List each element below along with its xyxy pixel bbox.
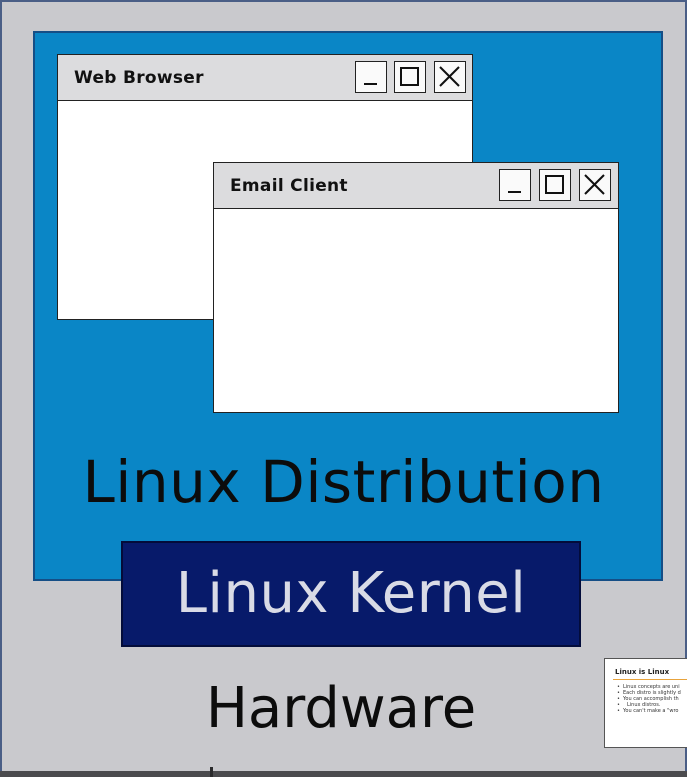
close-button[interactable]	[434, 61, 466, 93]
thumbnail-bullets: Linux concepts are uni Each distro is sl…	[617, 684, 681, 714]
minimize-icon	[364, 83, 377, 85]
minimize-icon	[508, 191, 521, 193]
maximize-button[interactable]	[394, 61, 426, 93]
web-browser-titlebar[interactable]: Web Browser	[58, 55, 472, 101]
thumbnail-bullet: You can't make a "wro	[617, 708, 681, 714]
bottom-tick	[210, 767, 213, 777]
close-icon	[439, 66, 460, 87]
minimize-button[interactable]	[355, 61, 387, 93]
close-button[interactable]	[579, 169, 611, 201]
minimize-button[interactable]	[499, 169, 531, 201]
thumbnail-divider	[613, 679, 687, 680]
maximize-icon	[400, 67, 419, 86]
thumbnail-bullet: You can accomplish th	[617, 696, 681, 702]
thumbnail-title: Linux is Linux	[615, 668, 670, 676]
thumbnail-bullet: Linux distros.	[617, 702, 681, 708]
slide-thumbnail[interactable]: Linux is Linux Linux concepts are uni Ea…	[604, 658, 687, 748]
linux-kernel-label: Linux Kernel	[175, 561, 527, 626]
linux-distribution-label: Linux Distribution	[82, 448, 605, 516]
maximize-button[interactable]	[539, 169, 571, 201]
bottom-bar	[0, 771, 687, 777]
email-client-titlebar[interactable]: Email Client	[214, 163, 618, 209]
window-title: Email Client	[230, 176, 348, 196]
window-title: Web Browser	[74, 68, 204, 88]
kernel-layer-panel: Linux Kernel	[121, 541, 581, 647]
close-icon	[584, 174, 605, 195]
thumbnail-bullet: Linux concepts are uni	[617, 684, 681, 690]
hardware-label: Hardware	[205, 676, 477, 741]
maximize-icon	[545, 175, 564, 194]
thumbnail-bullet: Each distro is slightly d	[617, 690, 681, 696]
web-browser-window: Web Browser	[57, 54, 473, 320]
email-client-window: Email Client	[213, 162, 619, 413]
